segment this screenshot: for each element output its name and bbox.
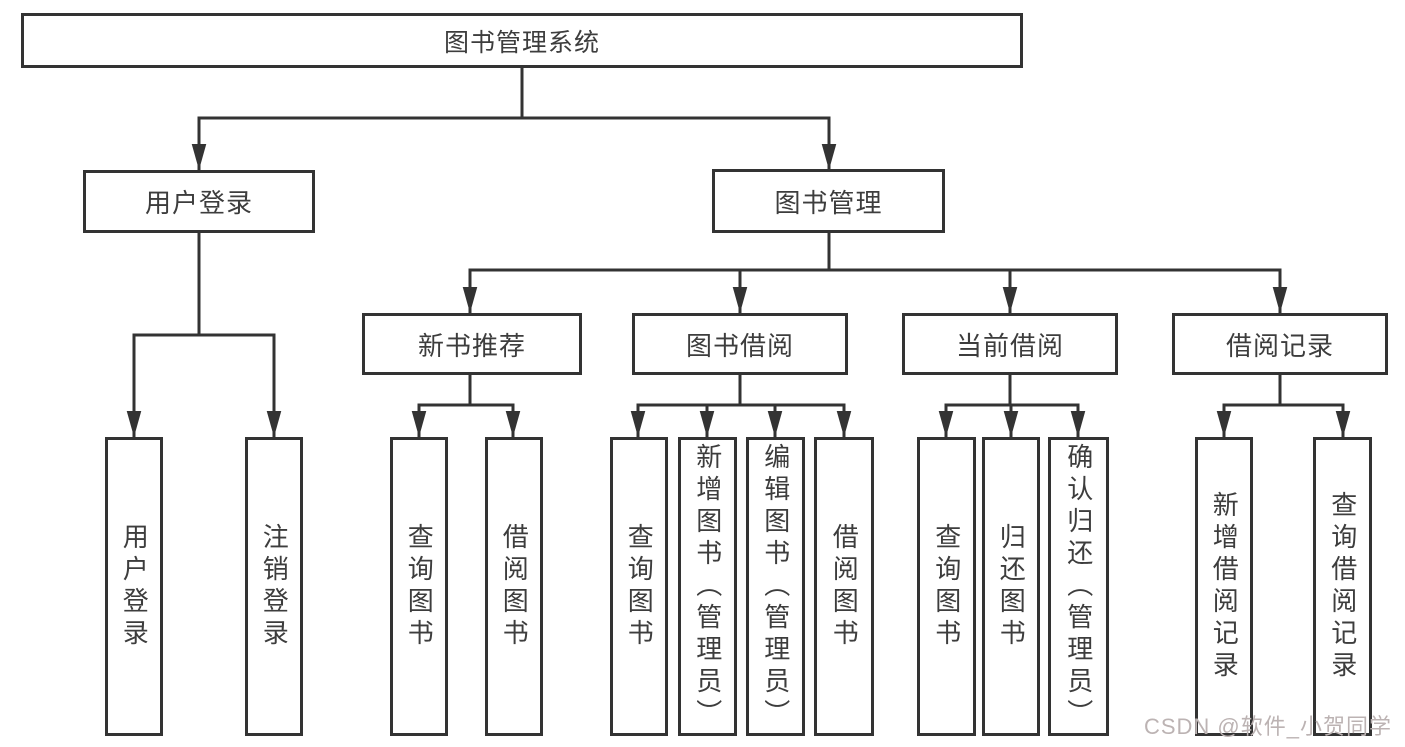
node-label: 图书借阅 <box>685 330 794 361</box>
node-label: 用户登录 <box>119 522 150 651</box>
node-label: 确认归还（管理员） <box>1063 442 1094 731</box>
node-label: 归还图书 <box>996 522 1027 651</box>
leaf-bb-edit-books-admin: 编辑图书（管理员） <box>746 437 805 736</box>
node-label: 新书推荐 <box>417 330 526 361</box>
node-label: 当前借阅 <box>955 330 1064 361</box>
node-label: 编辑图书（管理员） <box>760 442 791 731</box>
leaf-bb-query-books: 查询图书 <box>610 437 668 736</box>
node-label: 新增借阅记录 <box>1209 490 1240 683</box>
leaf-br-query-record: 查询借阅记录 <box>1313 437 1372 736</box>
node-label: 借阅图书 <box>499 522 530 651</box>
node-book-borrow: 图书借阅 <box>632 313 848 375</box>
leaf-nb-query-books: 查询图书 <box>390 437 448 736</box>
node-borrow-records: 借阅记录 <box>1172 313 1388 375</box>
node-book-management: 图书管理 <box>712 169 945 233</box>
node-label: 查询图书 <box>624 522 655 651</box>
leaf-user-login: 用户登录 <box>105 437 163 736</box>
node-label: 查询借阅记录 <box>1327 490 1358 683</box>
leaf-nb-borrow-books: 借阅图书 <box>485 437 543 736</box>
leaf-bb-borrow-books: 借阅图书 <box>814 437 874 736</box>
node-library-system: 图书管理系统 <box>21 13 1023 68</box>
node-label: 用户登录 <box>144 188 253 218</box>
leaf-br-add-record: 新增借阅记录 <box>1195 437 1253 736</box>
node-label: 新增图书（管理员） <box>692 442 723 731</box>
node-current-borrow: 当前借阅 <box>902 313 1118 375</box>
node-label: 查询图书 <box>404 522 435 651</box>
node-label: 注销登录 <box>259 522 290 651</box>
leaf-cb-return-books: 归还图书 <box>982 437 1040 736</box>
node-user-login: 用户登录 <box>83 170 315 233</box>
leaf-bb-add-books-admin: 新增图书（管理员） <box>678 437 737 736</box>
csdn-watermark: CSDN @软件_小贺同学 <box>1143 714 1392 739</box>
node-label: 借阅记录 <box>1225 330 1334 361</box>
node-label: 查询图书 <box>931 522 962 651</box>
leaf-cb-query-books: 查询图书 <box>917 437 976 736</box>
leaf-logout: 注销登录 <box>245 437 303 736</box>
node-label: 图书管理 <box>774 187 883 218</box>
node-new-book-recommend: 新书推荐 <box>362 313 582 375</box>
leaf-cb-confirm-return-admin: 确认归还（管理员） <box>1048 437 1109 736</box>
node-label: 图书管理系统 <box>443 28 600 57</box>
node-label: 借阅图书 <box>829 522 860 651</box>
